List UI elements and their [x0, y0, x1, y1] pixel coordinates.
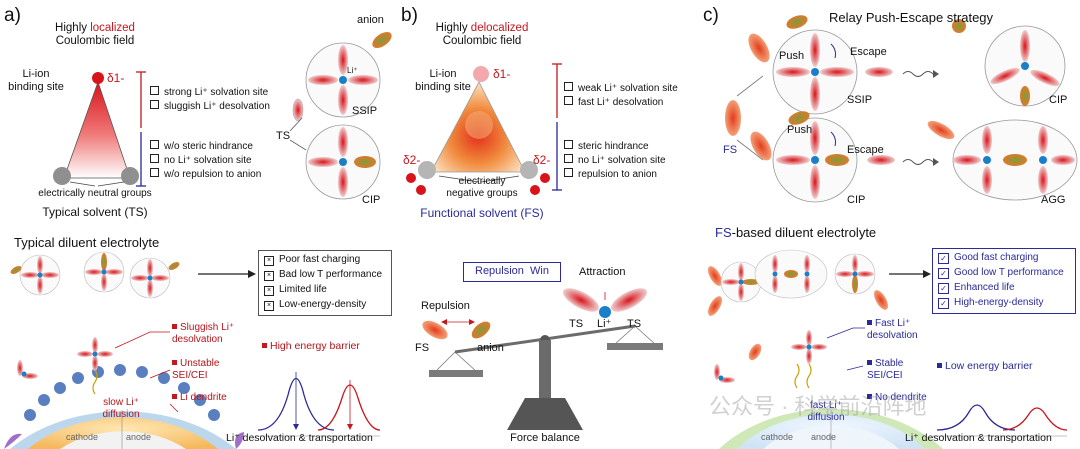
ssip-cluster — [308, 45, 378, 115]
fs-label: FS — [415, 342, 430, 354]
cathode-label: cathode — [66, 432, 99, 442]
li-label: Li⁺ — [347, 66, 358, 75]
props-bottom-3: w/o repulsion to anion — [150, 168, 261, 181]
process-label: Li⁺ desolvation & transportation — [226, 432, 373, 444]
panel-a: a) Highly localized Coulombic field Li-i… — [0, 0, 395, 449]
binding-site-label: Li-ion binding site — [8, 68, 64, 93]
agg-label: AGG — [1041, 194, 1066, 206]
ts-neutral-group-left — [53, 167, 71, 185]
ssip-label: SSIP — [352, 105, 378, 117]
panel-a-graphics — [4, 32, 392, 449]
panel-b-graphics — [406, 63, 663, 430]
props-bottom-1: w/o steric hindrance — [150, 140, 253, 153]
no-dendrite-label: No dendrite — [867, 392, 927, 404]
solvent-name: Typical solvent (TS) — [42, 205, 148, 219]
fs-repulsion — [422, 320, 448, 340]
cip-label-c-top: CIP — [1049, 94, 1068, 106]
ssip-cluster-c — [776, 33, 854, 111]
fs-label-c: FS — [723, 144, 738, 156]
fs-delta-2-left: δ2- — [403, 153, 421, 167]
anion-label: anion — [357, 14, 384, 26]
neutral-groups-label: electrically neutral groups — [38, 188, 152, 199]
anion-repulsion-label: anion — [477, 342, 504, 354]
cip-label: CIP — [362, 194, 381, 206]
ts-binding-site — [92, 72, 104, 84]
barrier-curve-red — [317, 384, 381, 431]
escape-label-top: Escape — [850, 46, 887, 58]
ssip-label-c: SSIP — [847, 94, 873, 106]
barrier-label: High energy barrier — [262, 340, 360, 352]
ts-neutral-group-right — [121, 167, 139, 185]
ts-label: TS — [276, 130, 291, 142]
delta-1-label: δ1- — [107, 71, 125, 85]
negative-groups-label: electrically negative groups — [446, 176, 518, 199]
issue-sluggish: Sluggish Li⁺ desolvation — [172, 322, 235, 345]
panel-a-letter: a) — [4, 5, 21, 26]
fs-binding-site-label: Li-ion binding site — [415, 68, 471, 93]
cip-cluster — [308, 127, 376, 197]
props-top-2: sluggish Li⁺ desolvation — [150, 100, 270, 113]
fast-diffusion-label: fast Li⁺ diffusion — [807, 400, 845, 423]
force-balance-label: Force balance — [510, 432, 580, 444]
escape-label-bottom: Escape — [847, 144, 884, 156]
cip-label-c-bottom: CIP — [847, 194, 866, 206]
li-label-b: Li⁺ — [597, 318, 612, 330]
repulsion-label: Repulsion — [421, 300, 470, 312]
panel-c-letter: c) — [703, 5, 719, 26]
fs-electrolyte-title: FS-based diluent electrolyte — [715, 225, 877, 240]
anode-label-c: anode — [811, 432, 837, 442]
process-label-c: Li⁺ desolvation & transportation — [905, 432, 1052, 444]
free-anion — [372, 32, 392, 48]
stable-sei-label: Stable SEI/CEI — [867, 358, 904, 381]
issue-dendrite: Li dendrite — [172, 392, 227, 404]
panel-b: b) Highly delocalized Coulombic field Li… — [397, 0, 695, 449]
agg-cluster — [953, 126, 1075, 194]
panel-a-title: Highly localized Coulombic field — [55, 22, 135, 48]
fast-desolvation-label: Fast Li⁺ desolvation — [867, 318, 918, 341]
cip-cluster-c — [990, 30, 1060, 106]
electrolyte-title: Typical diluent electrolyte — [14, 235, 160, 250]
repulsion-win-box: Repulsion Win — [463, 262, 561, 282]
ts-left-label: TS — [569, 318, 584, 330]
fs-electrolyte-clusters — [708, 249, 888, 316]
cip-cluster-c-bottom — [776, 121, 849, 199]
panel-c-title: Relay Push-Escape strategy — [829, 10, 994, 25]
fs-electrode-interface — [719, 408, 943, 449]
panel-c-graphics — [708, 15, 1078, 449]
anode-label: anode — [126, 432, 152, 442]
props-top-1: strong Li⁺ solvation site — [150, 86, 268, 99]
benefits-box: ✓Good fast charging ✓Good low T performa… — [932, 248, 1076, 314]
electrode-interface — [4, 364, 244, 449]
fs-props-bottom-2: no Li⁺ solvation site — [564, 154, 666, 167]
watermark: 公众号 · 科学前沿阵地 — [709, 394, 927, 419]
drawbacks-box: ×Poor fast charging ×Bad low T performan… — [258, 250, 392, 316]
issue-unstable-sei: Unstable SEI/CEI — [172, 358, 220, 381]
fs-props-bottom-3: repulsion to anion — [564, 168, 657, 181]
fs-props-top-1: weak Li⁺ solvation site — [564, 82, 678, 95]
panel-b-letter: b) — [401, 5, 418, 26]
panel-c: c) Relay Push-Escape strategy Push Escap… — [697, 0, 1080, 449]
fs-binding-site — [473, 66, 489, 82]
slow-diffusion-label: slow Li⁺ diffusion — [102, 397, 140, 420]
fs-solvent-name: Functional solvent (FS) — [420, 206, 544, 220]
electrolyte-clusters — [10, 251, 180, 299]
ts-right-label: TS — [627, 318, 642, 330]
low-barrier-label: Low energy barrier — [937, 360, 1033, 372]
force-balance-scale — [429, 324, 663, 430]
fs-props-top-2: fast Li⁺ desolvation — [564, 96, 663, 109]
fs-delta-1: δ1- — [493, 67, 511, 81]
attraction-label: Attraction — [579, 266, 626, 278]
push-label-bottom: Push — [787, 124, 813, 136]
ts-molecule-triangle — [63, 80, 131, 179]
anion-repulsion — [471, 321, 491, 339]
panel-b-title: Highly delocalized Coulombic field — [435, 22, 529, 48]
fs-delta-2-right: δ2- — [533, 153, 551, 167]
push-label-top: Push — [779, 50, 805, 62]
props-bottom-2: no Li⁺ solvation site — [150, 154, 252, 167]
fs-molecule — [725, 100, 741, 136]
fs-props-bottom-1: steric hindrance — [564, 140, 649, 153]
cathode-label-c: cathode — [761, 432, 794, 442]
